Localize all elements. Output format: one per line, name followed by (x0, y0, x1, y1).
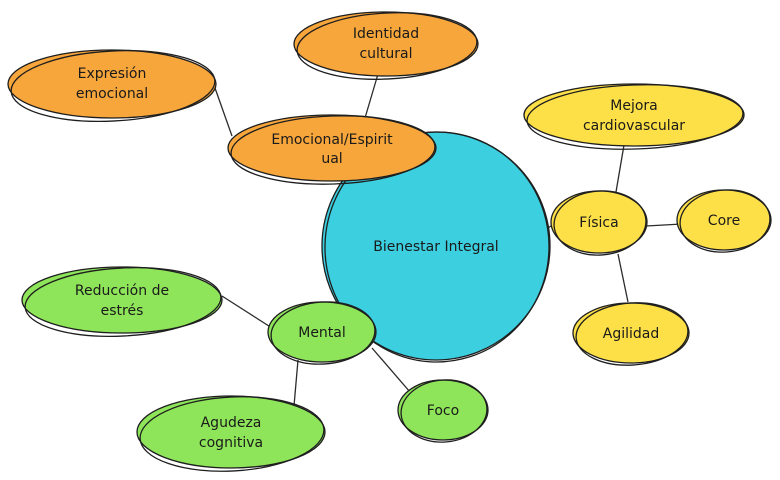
branch-emocional[interactable]: Emocional/Espirit ual (227, 112, 437, 187)
node-foco-label: Foco (427, 403, 459, 419)
node-reduccion-estres[interactable]: Reducción de estrés (21, 263, 223, 341)
edge-emocional-expresion (214, 87, 233, 137)
branch-mental[interactable]: Mental (267, 298, 377, 367)
node-cardio-line2: cardiovascular (583, 118, 685, 134)
edge-mental-foco (371, 347, 411, 393)
node-core-label: Core (708, 213, 740, 229)
branch-emocional-label-line1: Emocional/Espirit (271, 132, 393, 148)
central-node-label: Bienestar Integral (373, 239, 498, 255)
branch-fisica-label: Física (579, 215, 618, 231)
central-node-fill (322, 132, 550, 360)
node-expresion-line1: Expresión (78, 66, 147, 82)
node-reduccion-line2: estrés (101, 303, 144, 319)
branch-fisica-fill (551, 191, 647, 253)
edge-emocional-identidad (364, 73, 379, 119)
node-expresion-emocional[interactable]: Expresión emocional (7, 46, 217, 127)
node-agudeza-cognitiva[interactable]: Agudeza cognitiva (136, 392, 326, 476)
node-mejora-cardiovascular[interactable]: Mejora cardiovascular (523, 81, 745, 152)
edge-fisica-agilidad (617, 253, 629, 303)
node-reduccion-line1: Reducción de (75, 283, 169, 299)
node-agudeza-line2: cognitiva (199, 435, 263, 451)
node-agilidad[interactable]: Agilidad (572, 299, 690, 369)
node-identidad-line2: cultural (359, 46, 412, 62)
edge-mental-agudeza (293, 359, 299, 407)
branch-emocional-label-line2: ual (321, 151, 342, 167)
edge-mental-reduccion (221, 295, 273, 329)
node-agudeza-line1: Agudeza (201, 415, 262, 431)
branch-mental-fill (268, 302, 376, 362)
central-node[interactable]: Bienestar Integral (317, 124, 556, 369)
node-core[interactable]: Core (676, 186, 773, 256)
branch-mental-label: Mental (298, 325, 346, 341)
node-foco[interactable]: Foco (397, 376, 490, 445)
node-identidad-line1: Identidad (353, 26, 419, 42)
node-identidad-cultural[interactable]: Identidad cultural (293, 8, 479, 83)
edge-fisica-cardio (615, 144, 625, 193)
node-cardio-line1: Mejora (610, 98, 657, 114)
node-expresion-line2: emocional (76, 86, 148, 102)
branch-fisica[interactable]: Física (550, 188, 648, 258)
edge-fisica-core (645, 223, 683, 227)
branch-emocional-fill (228, 115, 436, 181)
node-agilidad-label: Agilidad (603, 326, 660, 342)
